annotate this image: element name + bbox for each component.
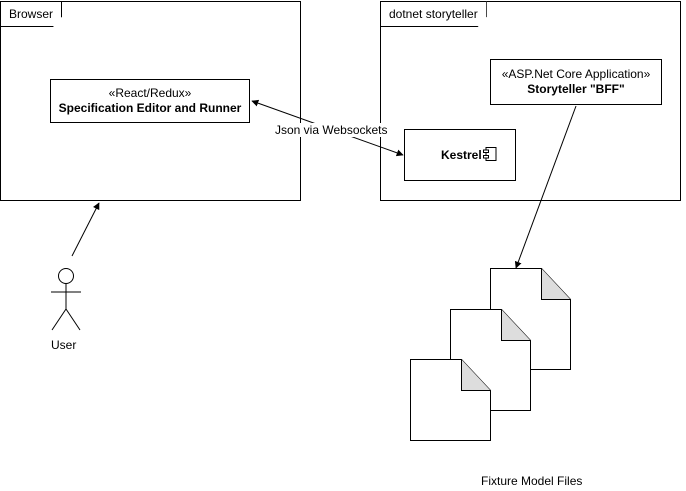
browser-frame-title: Browser xyxy=(0,1,62,27)
editor-name: Specification Editor and Runner xyxy=(58,101,242,115)
component-icon xyxy=(483,147,497,161)
user-label: User xyxy=(51,338,77,352)
bff-stereotype: «ASP.Net Core Application» xyxy=(501,67,651,81)
kestrel-name: Kestrel xyxy=(441,147,482,162)
bff-component: «ASP.Net Core Application» Storyteller "… xyxy=(490,59,662,105)
bff-name: Storyteller "BFF" xyxy=(527,82,625,96)
actor-icon xyxy=(51,268,81,331)
websocket-label: Json via Websockets xyxy=(275,123,388,137)
editor-component: «React/Redux» Specification Editor and R… xyxy=(50,79,250,123)
document-front xyxy=(410,359,491,441)
document-icon xyxy=(410,268,571,441)
user-to-browser-connector xyxy=(71,202,100,257)
files-label: Fixture Model Files xyxy=(481,474,583,488)
storyteller-frame-title: dotnet storyteller xyxy=(380,1,487,27)
kestrel-component: Kestrel xyxy=(404,129,516,181)
editor-stereotype: «React/Redux» xyxy=(108,86,192,100)
